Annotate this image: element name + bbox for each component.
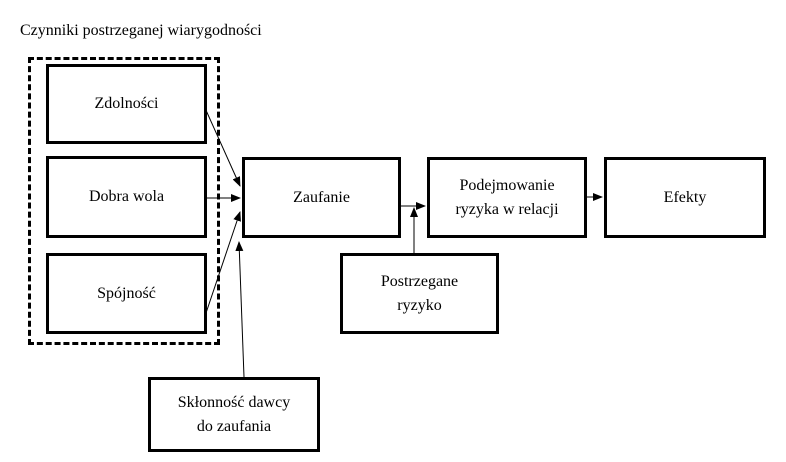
node-spojnosc-label: Spójność xyxy=(97,284,156,302)
node-efekty-label: Efekty xyxy=(663,188,707,206)
node-postrzegane-ryzyko-label: Postrzegane ryzyko xyxy=(380,272,459,314)
node-postrzegane-ryzyko: Postrzegane ryzyko xyxy=(340,253,499,334)
node-zdolnosci: Zdolności xyxy=(46,64,207,144)
edge-sklonnosc-zaufanie xyxy=(235,241,245,378)
node-sklonnosc: Skłonność dawcy do zaufania xyxy=(148,377,320,452)
node-podejmowanie-label: Podejmowanie ryzyka w relacji xyxy=(455,176,559,218)
node-zaufanie: Zaufanie xyxy=(242,157,401,238)
edge-zdolnosci-zaufanie xyxy=(204,107,241,187)
node-zaufanie-label: Zaufanie xyxy=(293,188,350,206)
node-dobra-wola-label: Dobra wola xyxy=(88,188,165,205)
node-podejmowanie: Podejmowanie ryzyka w relacji xyxy=(427,157,587,238)
node-efekty: Efekty xyxy=(604,157,766,238)
node-spojnosc: Spójność xyxy=(46,253,207,334)
diagram-title: Czynniki postrzeganej wiarygodności xyxy=(20,22,262,39)
node-sklonnosc-label: Skłonność dawcy do zaufania xyxy=(177,393,291,435)
node-zdolnosci-label: Zdolności xyxy=(94,95,159,112)
edge-spojnosc-zaufanie xyxy=(204,211,241,317)
credibility-factors-group xyxy=(28,57,220,345)
node-dobra-wola: Dobra wola xyxy=(46,156,207,238)
